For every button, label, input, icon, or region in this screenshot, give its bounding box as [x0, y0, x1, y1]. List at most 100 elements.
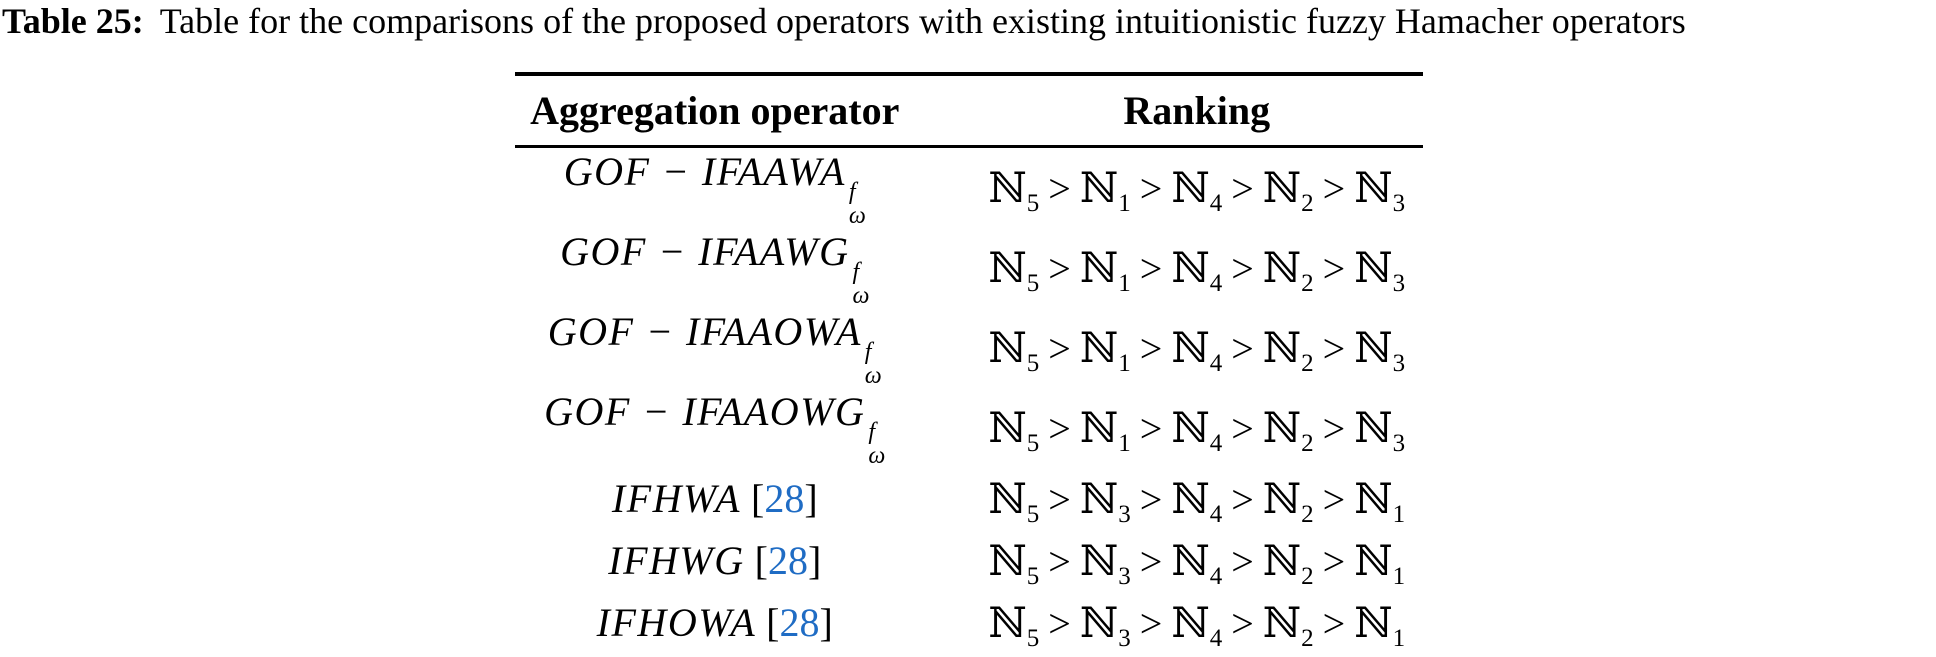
greater-than-symbol: > [1231, 246, 1254, 291]
operator-name: IFHWG [608, 538, 745, 583]
double-struck-n: ℕ [1079, 163, 1119, 212]
column-header-aggregation-operator: Aggregation operator [515, 74, 915, 148]
double-struck-n: ℕ [1262, 163, 1302, 212]
double-struck-n: ℕ [1354, 323, 1393, 372]
citation-number: 28 [767, 538, 808, 583]
citation-open-bracket: [ [754, 538, 768, 583]
greater-than-symbol: > [1231, 326, 1254, 371]
greater-than-symbol: > [1139, 246, 1163, 291]
double-struck-n: ℕ [1262, 474, 1302, 523]
alternative-index: 1 [1118, 430, 1131, 457]
alternative-index: 1 [1392, 501, 1406, 528]
alternative-symbol: ℕ4 [1171, 243, 1222, 296]
table-row: IFHWA[28] ℕ5>ℕ3>ℕ4>ℕ2>ℕ1 [515, 468, 1423, 530]
alternative-symbol: ℕ1 [1080, 323, 1131, 376]
citation-link[interactable]: [28] [751, 476, 818, 521]
alternative-symbol: ℕ5 [988, 403, 1039, 456]
double-struck-n: ℕ [1354, 243, 1393, 292]
alternative-symbol: ℕ4 [1171, 323, 1222, 376]
citation-close-bracket: ] [819, 600, 833, 645]
alternative-index: 3 [1118, 563, 1131, 590]
column-header-ranking: Ranking [914, 74, 1423, 148]
alternative-symbol: ℕ1 [1354, 598, 1405, 651]
citation-number: 28 [764, 476, 805, 521]
operator-subscript: ω [868, 442, 886, 469]
alternative-symbol: ℕ2 [1262, 474, 1314, 527]
alternative-index: 1 [1118, 350, 1131, 377]
double-struck-n: ℕ [1171, 598, 1210, 647]
table-caption-text: Table for the comparisons of the propose… [159, 1, 1686, 41]
greater-than-symbol: > [1048, 246, 1071, 291]
greater-than-symbol: > [1322, 246, 1346, 291]
operator-superscript: f [868, 418, 876, 445]
double-struck-n: ℕ [988, 323, 1027, 372]
alternative-symbol: ℕ4 [1171, 598, 1222, 651]
double-struck-n: ℕ [1171, 163, 1210, 212]
double-struck-n: ℕ [1079, 403, 1119, 452]
alternative-symbol: ℕ5 [988, 474, 1039, 527]
operator-cell: IFHOWG[28] [515, 654, 915, 657]
greater-than-symbol: > [1231, 166, 1254, 211]
alternative-index: 4 [1209, 430, 1223, 457]
double-struck-n: ℕ [1262, 323, 1302, 372]
operator-superscript: f [864, 338, 872, 365]
ranking-cell: ℕ5>ℕ3>ℕ4>ℕ2>ℕ1 [915, 654, 1423, 657]
alternative-index: 2 [1301, 430, 1314, 457]
alternative-index: 2 [1301, 190, 1314, 217]
alternative-index: 5 [1026, 563, 1040, 590]
alternative-index: 4 [1209, 625, 1223, 652]
ranking-cell: ℕ5>ℕ1>ℕ4>ℕ2>ℕ3 [915, 228, 1423, 308]
comparison-table: Aggregation operator Ranking GOF − IFAAW… [515, 72, 1423, 657]
double-struck-n: ℕ [1171, 403, 1210, 452]
header-row: Aggregation operator Ranking [515, 74, 1423, 148]
alternative-symbol: ℕ5 [988, 163, 1039, 216]
alternative-index: 1 [1392, 563, 1406, 590]
operator-cell: IFHWG[28] [515, 530, 915, 592]
operator-subscript: ω [848, 202, 866, 229]
alternative-symbol: ℕ2 [1262, 163, 1314, 216]
table-row: IFHOWG[28] ℕ5>ℕ3>ℕ4>ℕ2>ℕ1 [515, 654, 1423, 657]
alternative-index: 1 [1118, 190, 1131, 217]
greater-than-symbol: > [1048, 601, 1071, 646]
double-struck-n: ℕ [1079, 536, 1119, 585]
operator-name: GOF − IFAAOWA [547, 308, 862, 354]
ranking-cell: ℕ5>ℕ3>ℕ4>ℕ2>ℕ1 [915, 592, 1423, 654]
double-struck-n: ℕ [1079, 474, 1119, 523]
greater-than-symbol: > [1231, 406, 1254, 451]
operator-name: IFHOWA [596, 600, 757, 645]
double-struck-n: ℕ [1262, 598, 1302, 647]
alternative-symbol: ℕ5 [988, 323, 1039, 376]
operator-cell: IFHWA[28] [515, 468, 915, 530]
alternative-index: 1 [1118, 270, 1131, 297]
ranking-cell: ℕ5>ℕ3>ℕ4>ℕ2>ℕ1 [915, 468, 1423, 530]
greater-than-symbol: > [1048, 406, 1071, 451]
alternative-symbol: ℕ2 [1262, 598, 1314, 651]
alternative-symbol: ℕ4 [1171, 163, 1222, 216]
alternative-symbol: ℕ4 [1171, 474, 1222, 527]
alternative-symbol: ℕ4 [1171, 403, 1222, 456]
citation-link[interactable]: [28] [766, 600, 833, 645]
double-struck-n: ℕ [988, 474, 1027, 523]
operator-subscript: ω [864, 362, 882, 389]
alternative-index: 3 [1392, 270, 1406, 297]
operator-cell: IFHOWA[28] [515, 592, 915, 654]
greater-than-symbol: > [1322, 477, 1346, 522]
alternative-symbol: ℕ3 [1354, 163, 1405, 216]
alternative-index: 4 [1209, 501, 1223, 528]
double-struck-n: ℕ [1262, 403, 1302, 452]
greater-than-symbol: > [1231, 539, 1254, 584]
citation-link[interactable]: [28] [755, 538, 822, 583]
greater-than-symbol: > [1048, 326, 1071, 371]
greater-than-symbol: > [1139, 601, 1163, 646]
alternative-index: 4 [1209, 563, 1223, 590]
greater-than-symbol: > [1048, 166, 1071, 211]
alternative-symbol: ℕ3 [1354, 323, 1405, 376]
greater-than-symbol: > [1139, 406, 1163, 451]
double-struck-n: ℕ [988, 403, 1027, 452]
